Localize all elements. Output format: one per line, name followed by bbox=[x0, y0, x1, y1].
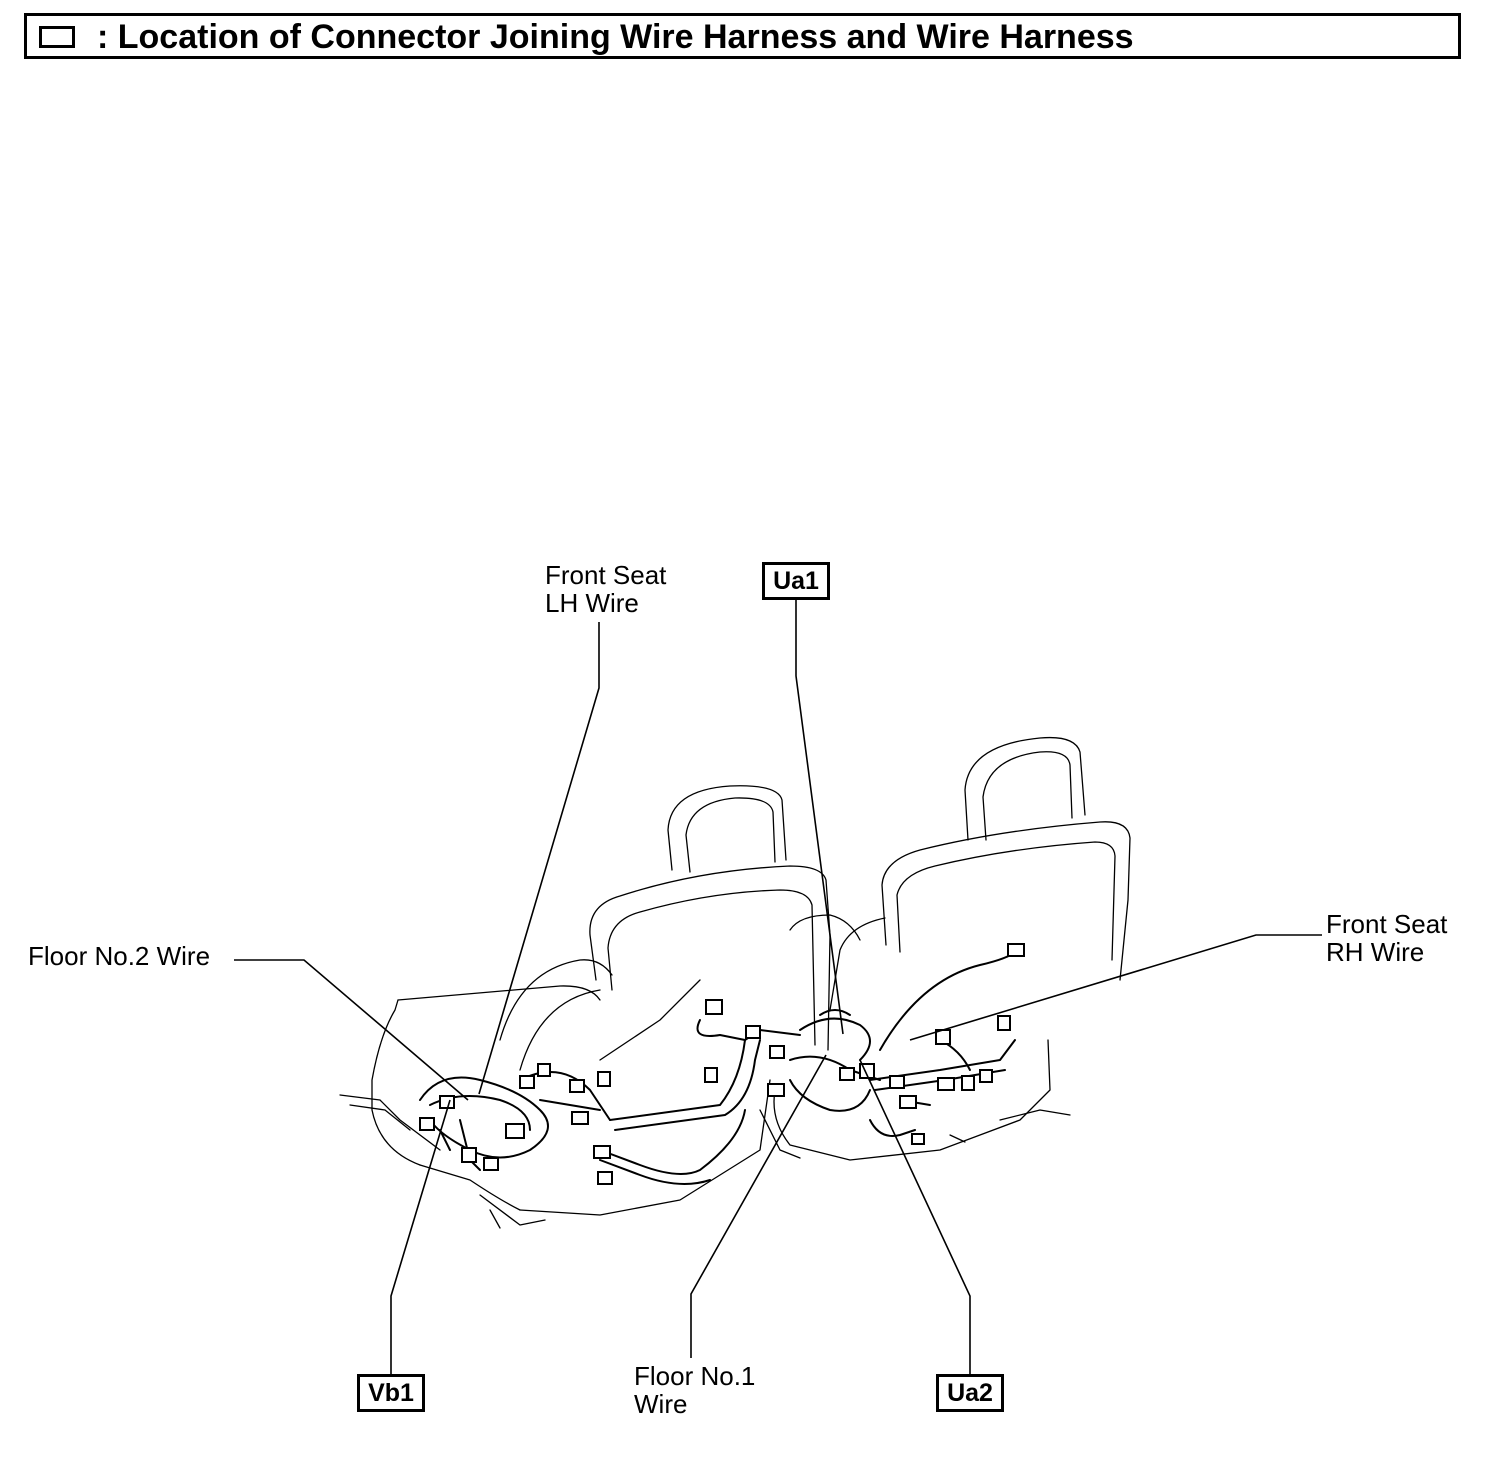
connector-block bbox=[769, 1045, 785, 1059]
right-seat-drawing bbox=[759, 736, 1131, 1161]
label-floor-no1-wire: Floor No.1 Wire bbox=[634, 1361, 756, 1419]
leader-ua1 bbox=[795, 600, 844, 1035]
page-title: : Location of Connector Joining Wire Har… bbox=[97, 18, 1134, 56]
connector-block bbox=[461, 1147, 477, 1163]
connector-block bbox=[597, 1071, 611, 1087]
connector-block bbox=[419, 1117, 435, 1131]
connector-block bbox=[569, 1079, 585, 1093]
connector-block bbox=[1007, 943, 1025, 957]
connector-block bbox=[911, 1133, 925, 1145]
connector-block bbox=[505, 1123, 525, 1139]
connector-block bbox=[439, 1095, 455, 1109]
connector-block bbox=[705, 999, 723, 1015]
label-front-seat-rh-wire: Front Seat RH Wire bbox=[1326, 909, 1448, 967]
connector-block bbox=[571, 1111, 589, 1125]
label-front-seat-lh-wire: Front Seat LH Wire bbox=[545, 560, 667, 618]
connector-code-vb1: Vb1 bbox=[357, 1374, 425, 1412]
connector-block bbox=[597, 1171, 613, 1185]
leader-front-seat-rh bbox=[909, 934, 1322, 1041]
connector-block bbox=[483, 1157, 499, 1171]
leader-floor-no2 bbox=[234, 959, 469, 1101]
left-seat-drawing bbox=[339, 785, 831, 1229]
label-floor-no2-wire: Floor No.2 Wire bbox=[28, 941, 211, 971]
connector-code-ua2: Ua2 bbox=[936, 1374, 1004, 1412]
connector-block bbox=[997, 1015, 1011, 1031]
header-bar: : Location of Connector Joining Wire Har… bbox=[24, 13, 1461, 59]
connector-block bbox=[961, 1075, 975, 1091]
connector-block bbox=[593, 1145, 611, 1159]
connector-block bbox=[839, 1067, 855, 1081]
leader-vb1 bbox=[390, 1099, 451, 1374]
connector-block bbox=[745, 1025, 761, 1039]
leader-floor-no1 bbox=[690, 1054, 827, 1358]
connector-block bbox=[899, 1095, 917, 1109]
connector-blocks bbox=[419, 943, 1025, 1185]
connector-block bbox=[704, 1067, 718, 1083]
connector-box-icon bbox=[39, 26, 75, 48]
connector-block bbox=[767, 1083, 785, 1097]
connector-block bbox=[889, 1075, 905, 1089]
connector-block bbox=[537, 1063, 551, 1077]
connector-code-ua1: Ua1 bbox=[762, 562, 830, 600]
left-harness bbox=[419, 1019, 801, 1185]
connector-block bbox=[519, 1075, 535, 1089]
connector-block bbox=[979, 1069, 993, 1083]
connector-block bbox=[937, 1077, 955, 1091]
leader-front-seat-lh bbox=[478, 622, 600, 1095]
leader-ua2 bbox=[859, 1059, 971, 1374]
